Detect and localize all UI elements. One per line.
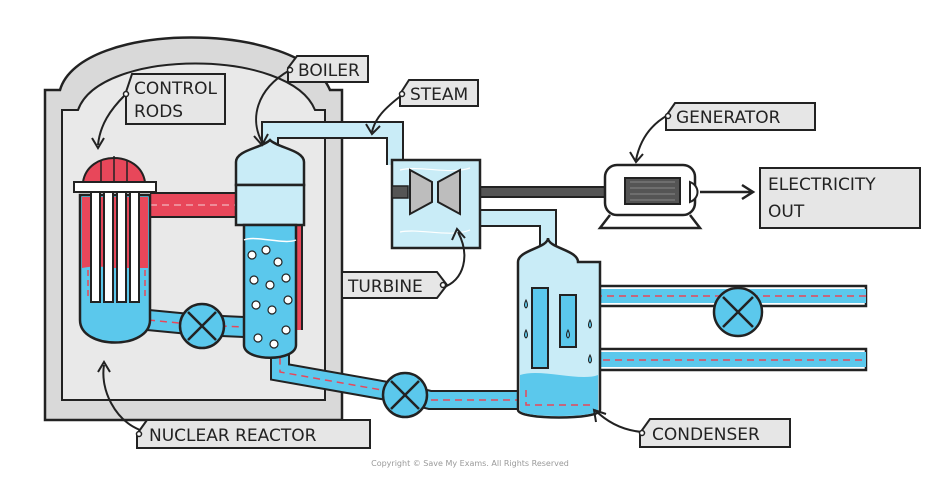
label-generator-text: GENERATOR [676,108,781,128]
label-electricity-line1: ELECTRICITY [768,175,876,195]
control-rod [116,191,127,303]
label-nuclear-reactor-text: NUCLEAR REACTOR [149,426,317,446]
primary-pump [178,302,226,350]
label-control-rods-line2: RODS [134,102,183,122]
condenser-coil [531,287,549,369]
label-nuclear-reactor: NUCLEAR REACTOR [135,419,371,449]
generator [597,163,756,230]
label-boiler: BOILER [286,55,369,83]
control-rods [73,156,157,303]
control-rod [129,191,140,303]
label-control-rods-line1: CONTROL [134,79,218,99]
label-condenser-text: CONDENSER [652,425,760,445]
boiler [234,138,306,359]
control-rod [90,191,101,303]
label-control-rods: CONTROL RODS [122,73,226,125]
control-rod-plate [73,181,157,193]
turbine-blades-left [409,168,433,216]
label-electricity-line2: OUT [768,202,805,222]
label-turbine: TURBINE [341,271,449,299]
label-steam: STEAM [398,79,479,107]
condenser [516,237,602,419]
steam-bubbles [247,245,293,349]
leader-lines [91,69,669,433]
label-electricity-out: ELECTRICITY OUT [759,167,921,229]
feed-pump [381,371,429,419]
condensate-drops [524,298,592,364]
copyright-text: Copyright © Save My Exams. All Rights Re… [371,459,569,468]
cooling-pump [712,286,764,338]
turbine [390,158,626,250]
label-boiler-text: BOILER [298,61,360,81]
turbine-blades-right [437,168,461,216]
label-steam-text: STEAM [410,85,468,105]
electricity-arrow [700,183,756,201]
condenser-coil [559,294,577,348]
label-turbine-text: TURBINE [347,277,423,297]
label-condenser: CONDENSER [638,418,791,448]
control-rod [103,191,114,303]
label-generator: GENERATOR [664,102,816,131]
